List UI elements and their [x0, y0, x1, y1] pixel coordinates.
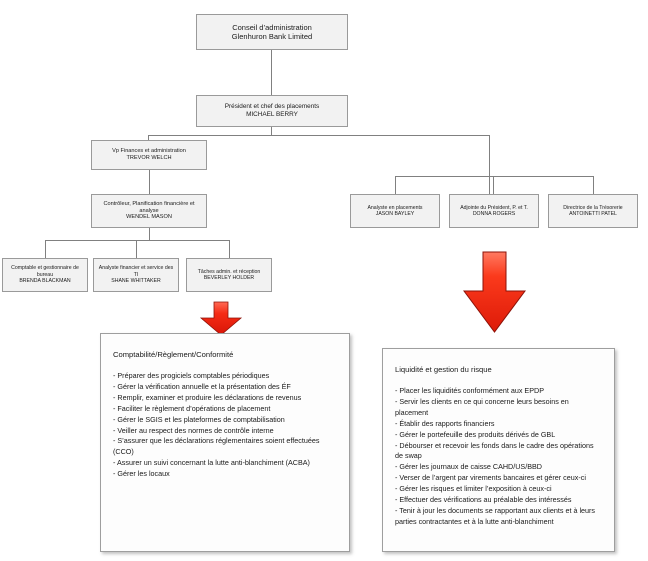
- connector-to-comptable: [45, 240, 46, 258]
- connector-to-tresorerie: [593, 176, 594, 194]
- arrow-down-icon-right: [463, 251, 526, 333]
- list-item: - Veiller au respect des normes de contr…: [113, 425, 274, 435]
- connector-vp-to-controller: [149, 170, 150, 194]
- list-item: - Gérer les journaux de caisse CAHD/US/B…: [395, 462, 542, 472]
- list-item: - Gérer les risques et limiter l’exposit…: [395, 484, 552, 494]
- node-analyste-placements-title: Analyste en placements: [367, 204, 423, 211]
- node-board-person: Glenhuron Bank Limited: [231, 32, 313, 41]
- node-adjointe-title: Adjointe du Président, P. et T.: [460, 204, 528, 211]
- panel-accounting-list: - Préparer des progiciels comptables pér…: [113, 371, 337, 480]
- connector-to-adjointe: [493, 176, 494, 194]
- list-item: - Remplir, examiner et produire les décl…: [113, 392, 302, 402]
- connector-president-bus: [148, 135, 489, 136]
- list-item: - Établir des rapports financiers: [395, 418, 495, 428]
- node-president-title: Président et chef des placements: [224, 103, 320, 110]
- node-president-person: MICHAEL BERRY: [246, 111, 298, 118]
- list-item: - Gérer le portefeuille des produits dér…: [395, 429, 556, 439]
- connector-to-vp-finance: [148, 135, 149, 140]
- list-item: - Gérer les locaux: [113, 469, 170, 479]
- node-controller[interactable]: Contrôleur, Planification financière et …: [91, 194, 207, 228]
- node-analyste-ti-title: Analyste financier et service des TI: [98, 265, 174, 278]
- node-adjointe[interactable]: Adjointe du Président, P. et T. DONNA RO…: [449, 194, 539, 228]
- connector-president-stub: [271, 127, 272, 135]
- list-item: - Verser de l’argent par virements banca…: [395, 473, 586, 483]
- list-item: - Placer les liquidités conformément aux…: [395, 385, 545, 395]
- list-item: - Assurer un suivi concernant la lutte a…: [113, 458, 310, 468]
- list-item: - Servir les clients en ce qui concerne …: [395, 396, 569, 417]
- node-vp-finance[interactable]: Vp Finances et administration TREVOR WEL…: [91, 140, 207, 170]
- node-tresorerie-title: Directrice de la Trésorerie: [563, 204, 623, 211]
- node-comptable-title: Comptable et gestionnaire de bureau: [11, 265, 79, 278]
- panel-accounting-heading: Comptabilité/Règlement/Conformité: [113, 350, 234, 359]
- connector-to-analyste-placements: [395, 176, 396, 194]
- node-tresorerie[interactable]: Directrice de la Trésorerie ANTOINETTI P…: [548, 194, 638, 228]
- node-president[interactable]: Président et chef des placements MICHAEL…: [196, 95, 348, 127]
- node-taches-admin[interactable]: Tâches admin. et réception BEVERLEY HOLD…: [186, 258, 272, 292]
- node-analyste-ti-person: SHANE WHITTAKER: [111, 278, 161, 285]
- list-item: - Faciliter le règlement d’opérations de…: [113, 403, 271, 413]
- node-analyste-placements-person: JASON BAYLEY: [375, 211, 415, 217]
- panel-liquidity-risk-list: - Placer les liquidités conformément aux…: [395, 386, 602, 528]
- panel-liquidity-risk-heading: Liquidité et gestion du risque: [395, 365, 492, 374]
- node-board-title: Conseil d’administration: [232, 22, 312, 32]
- connector-right-trunk: [489, 135, 490, 194]
- list-item: - Gérer la vérification annuelle et la p…: [113, 381, 291, 391]
- list-item: - Débourser et recevoir les fonds dans l…: [395, 440, 594, 461]
- list-item: - Tenir à jour les documents se rapporta…: [395, 506, 596, 527]
- list-item: - Gérer le SGIS et les plateformes de co…: [113, 414, 285, 424]
- list-item: - Préparer des progiciels comptables pér…: [113, 370, 270, 380]
- node-adjointe-person: DONNA ROGERS: [472, 211, 516, 217]
- node-comptable-person: BRENDA BLACKMAN: [19, 278, 71, 285]
- node-board[interactable]: Conseil d’administration Glenhuron Bank …: [196, 14, 348, 50]
- connector-controller-bus: [45, 240, 229, 241]
- node-controller-title: Contrôleur, Planification financière et …: [103, 200, 195, 214]
- connector-to-analyste-ti: [136, 240, 137, 258]
- node-taches-admin-title: Tâches admin. et réception: [197, 268, 261, 275]
- connector-board-to-president: [271, 50, 272, 95]
- list-item: - Effectuer des vérifications au préalab…: [395, 495, 572, 505]
- arrow-down-icon-left: [199, 301, 243, 336]
- node-taches-admin-person: BEVERLEY HOLDER: [203, 275, 255, 281]
- connector-to-taches-admin: [229, 240, 230, 258]
- node-controller-person: WENDEL MASON: [126, 214, 172, 221]
- node-vp-finance-title: Vp Finances et administration: [112, 148, 186, 155]
- node-analyste-placements[interactable]: Analyste en placements JASON BAYLEY: [350, 194, 440, 228]
- node-vp-finance-person: TREVOR WELCH: [126, 155, 172, 161]
- node-analyste-ti[interactable]: Analyste financier et service des TI SHA…: [93, 258, 179, 292]
- connector-controller-stub: [149, 228, 150, 240]
- connector-right-bus: [395, 176, 593, 177]
- list-item: - S’assurer que les déclarations régleme…: [113, 436, 320, 457]
- node-tresorerie-person: ANTOINETTI PATEL: [569, 211, 617, 217]
- node-comptable[interactable]: Comptable et gestionnaire de bureau BREN…: [2, 258, 88, 292]
- panel-liquidity-risk: Liquidité et gestion du risque - Placer …: [382, 348, 615, 552]
- panel-accounting: Comptabilité/Règlement/Conformité - Prép…: [100, 333, 350, 552]
